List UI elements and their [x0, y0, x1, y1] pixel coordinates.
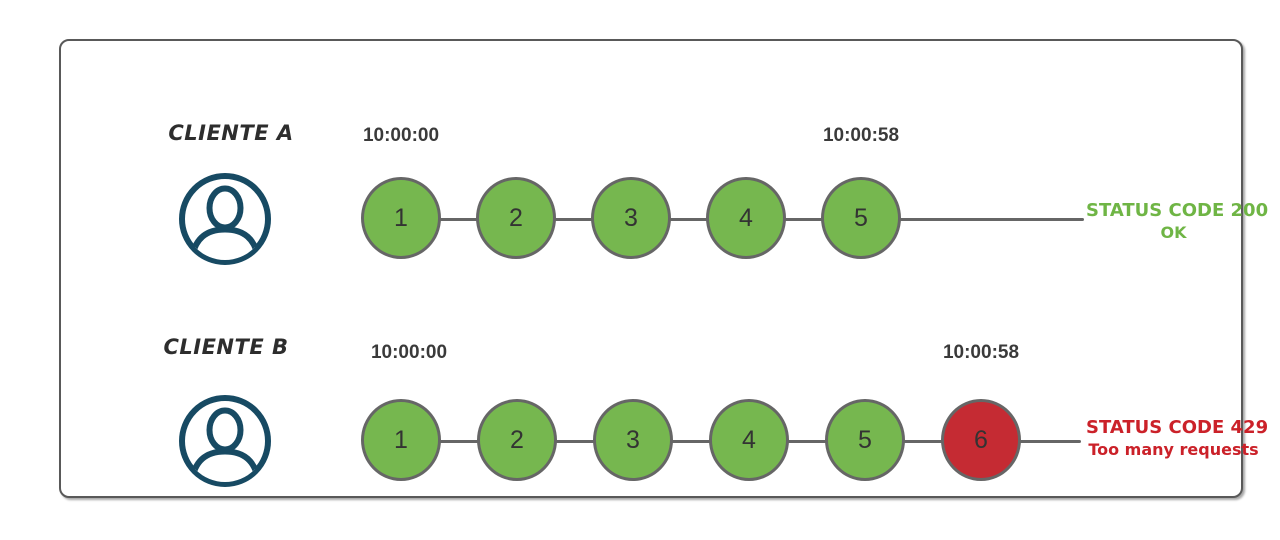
- request-circle-6: 6: [941, 399, 1021, 481]
- request-circle-1: 1: [361, 399, 441, 481]
- request-circle-3: 3: [593, 399, 673, 481]
- request-circle-2: 2: [477, 399, 557, 481]
- start-time-label: 10:00:00: [370, 342, 448, 363]
- request-circle-3: 3: [591, 177, 671, 259]
- request-circle-2: 2: [476, 177, 556, 259]
- user-avatar-icon: [179, 173, 271, 265]
- request-circle-4: 4: [709, 399, 789, 481]
- status-result: STATUS CODE 429 Too many requests: [1086, 417, 1269, 461]
- request-circle-5: 5: [825, 399, 905, 481]
- status-message-label: Too many requests: [1088, 440, 1259, 459]
- request-circle-4: 4: [706, 177, 786, 259]
- request-circle-1: 1: [361, 177, 441, 259]
- start-time-label: 10:00:00: [362, 125, 440, 146]
- status-code-label: STATUS CODE 429: [1086, 417, 1269, 438]
- status-code-label: STATUS CODE 200: [1086, 200, 1269, 221]
- client-a-label: CLIENTE A: [168, 121, 294, 145]
- status-result: STATUS CODE 200 OK: [1086, 200, 1269, 244]
- end-time-label: 10:00:58: [822, 125, 900, 146]
- status-message-label: OK: [1160, 223, 1187, 242]
- user-avatar-icon: [179, 395, 271, 487]
- client-b-label: CLIENTE B: [163, 335, 289, 359]
- request-circle-5: 5: [821, 177, 901, 259]
- end-time-label: 10:00:58: [942, 342, 1020, 363]
